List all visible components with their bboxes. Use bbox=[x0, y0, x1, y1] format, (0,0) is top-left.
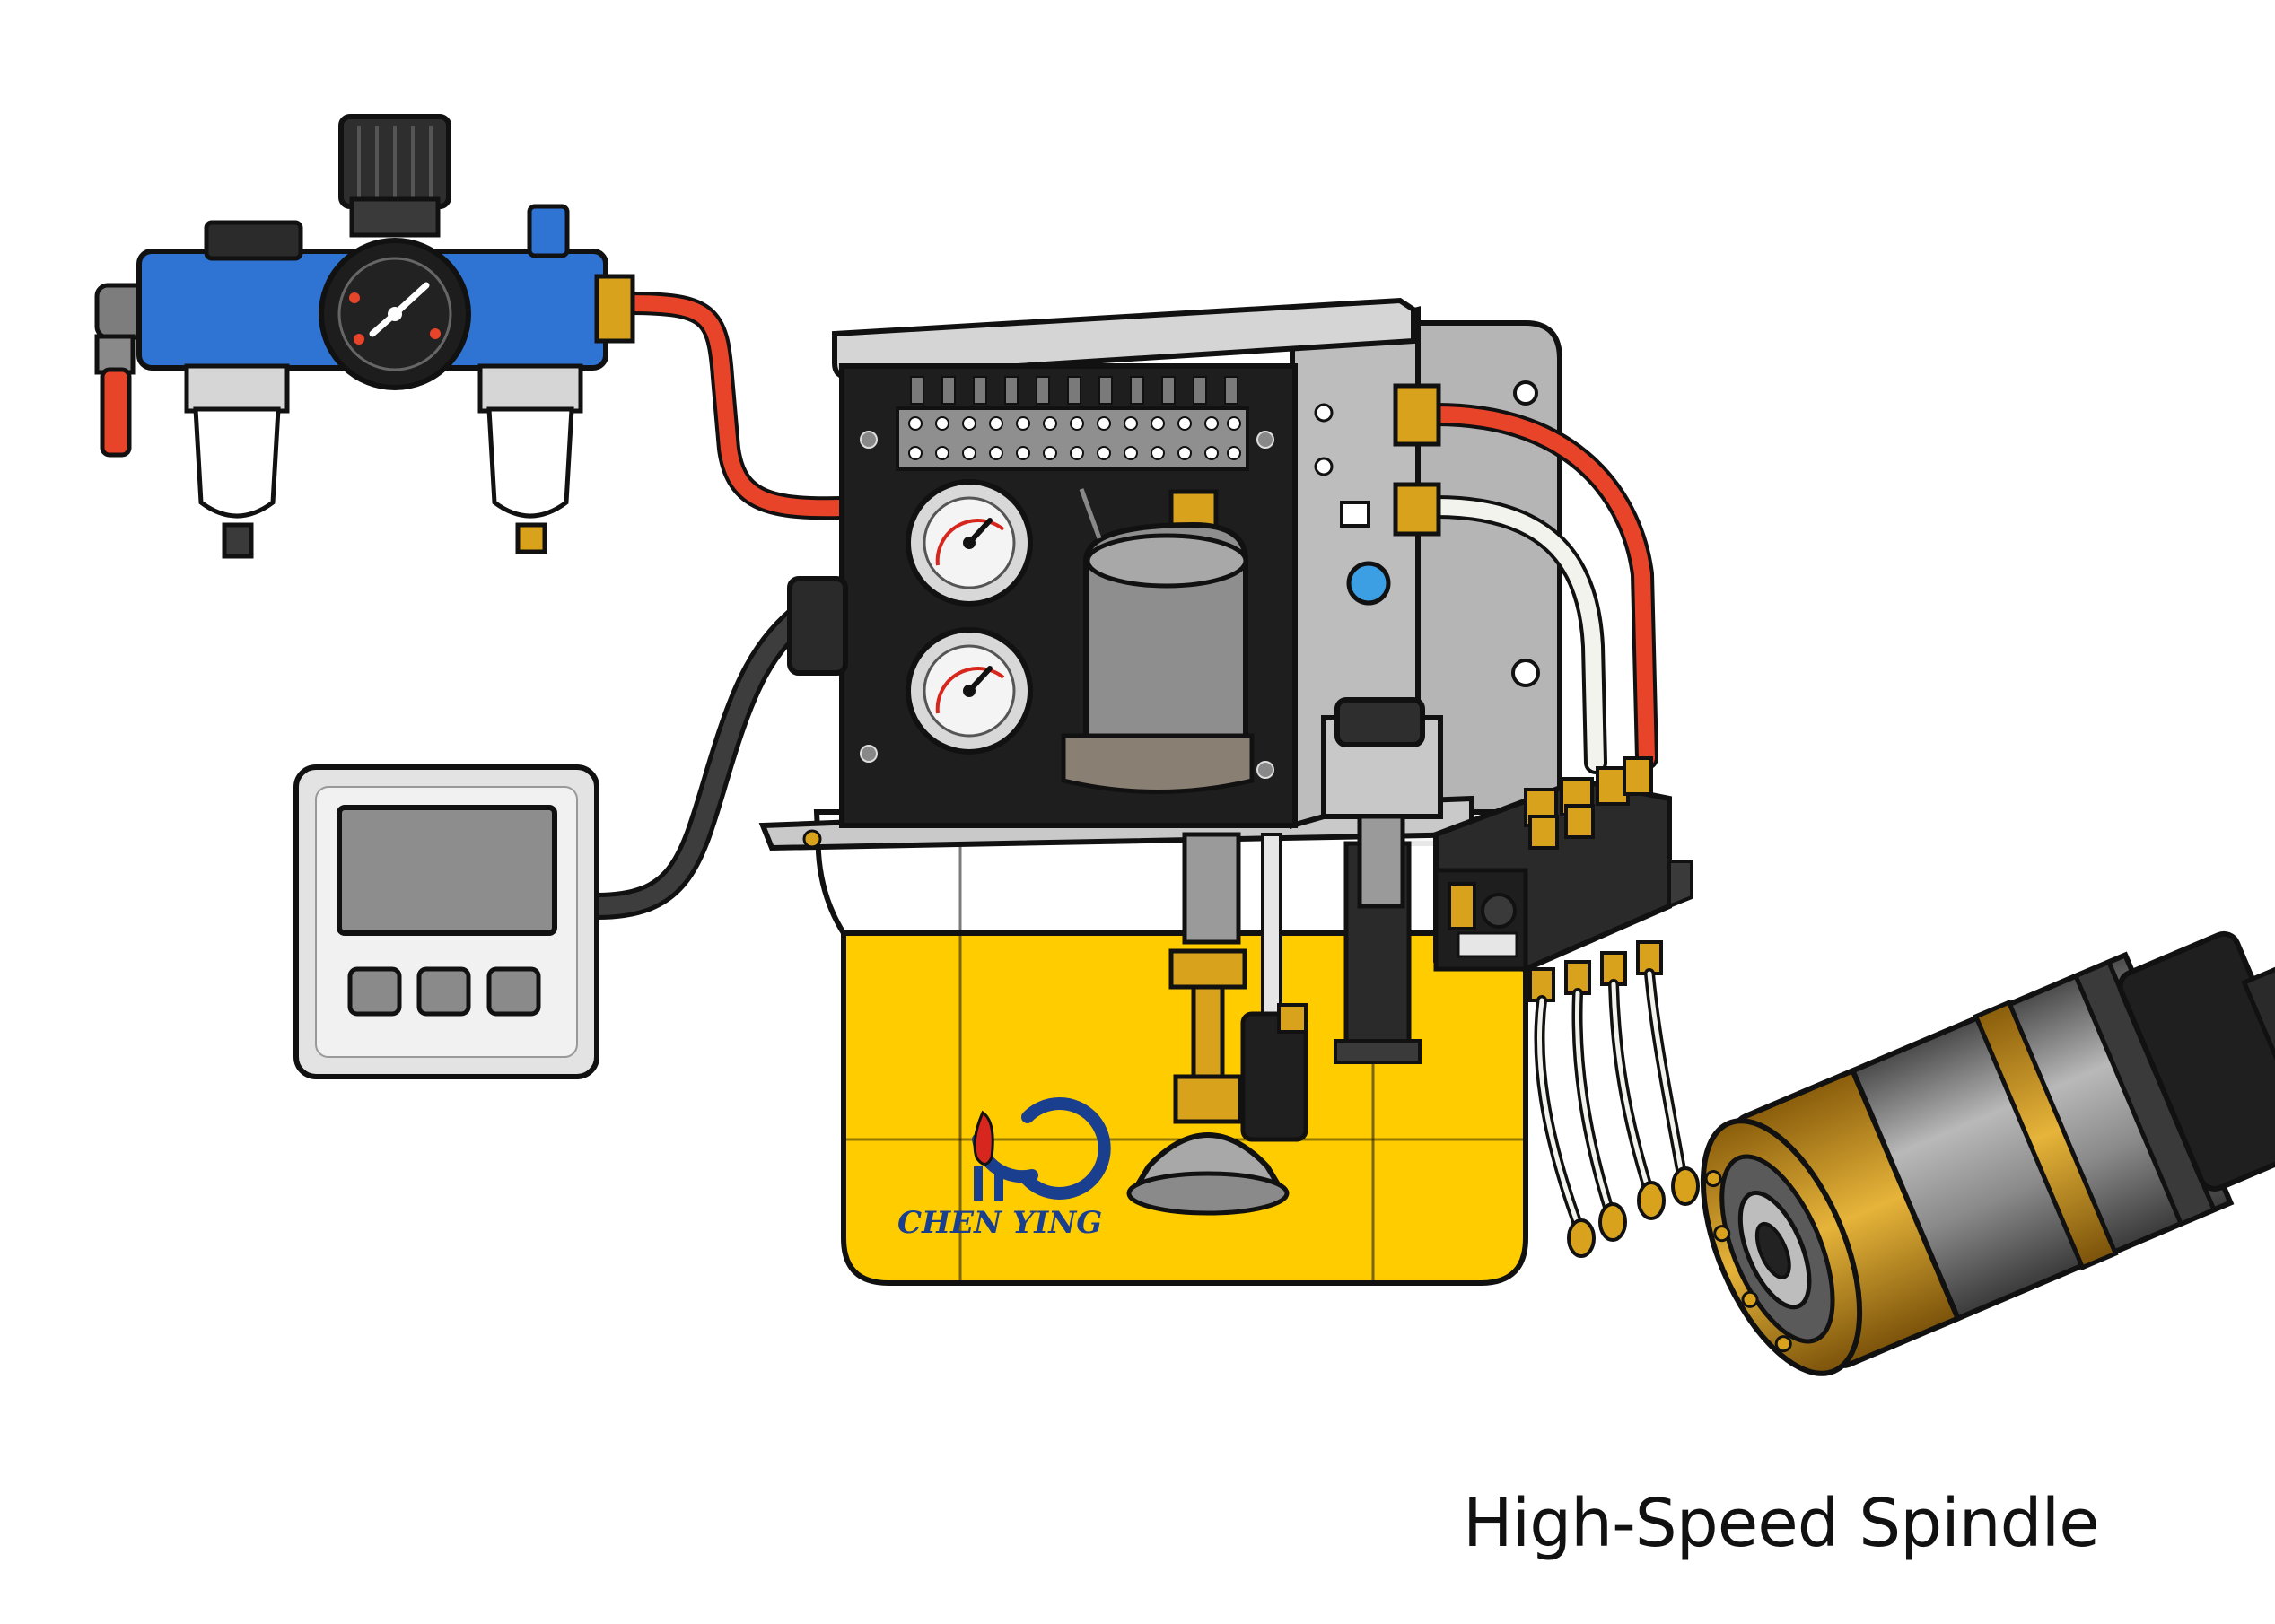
controller-icon bbox=[293, 764, 599, 1079]
distributor-icon bbox=[1433, 756, 1693, 1002]
outlet-tubes bbox=[1534, 968, 1688, 1235]
tank-icon bbox=[758, 795, 1528, 1286]
pump-indicator-light-icon bbox=[1346, 561, 1391, 606]
mounting-plate bbox=[1397, 320, 1562, 846]
brand-logo-text: CHEN YING bbox=[897, 1205, 1103, 1241]
pump-icon bbox=[787, 297, 1443, 909]
chen-ying-logo-icon bbox=[972, 1097, 1111, 1201]
pump-pressure-gauge-top-icon bbox=[906, 479, 1033, 607]
frl-unit-icon bbox=[94, 114, 635, 559]
spindle-caption: High-Speed Spindle bbox=[1463, 1485, 2100, 1562]
pump-pressure-gauge-bottom-icon bbox=[906, 627, 1033, 755]
spindle-icon bbox=[1700, 930, 2275, 1376]
